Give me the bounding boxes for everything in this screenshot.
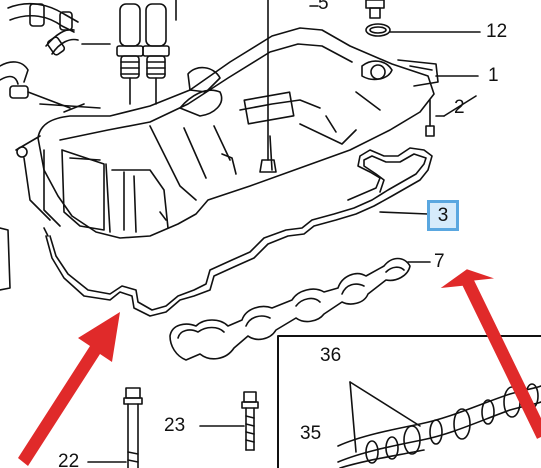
callout-22: 22 <box>58 451 80 468</box>
callout-35: 35 <box>300 423 322 444</box>
callout-23: 23 <box>164 415 186 436</box>
arrow-left <box>18 312 120 466</box>
callout-7: 7 <box>434 251 445 272</box>
arrow-right <box>440 269 541 439</box>
ignition-coils <box>116 0 177 105</box>
oil-filler-seal <box>365 0 481 37</box>
valve-cover-gasket <box>43 147 433 317</box>
bolt-22 <box>87 387 143 468</box>
callout-5: 5 <box>318 0 329 14</box>
bolt-23 <box>199 391 259 451</box>
callout-12: 12 <box>486 21 508 42</box>
valve-cover <box>15 27 439 239</box>
red-arrows <box>18 269 541 466</box>
vent-hose <box>0 2 85 113</box>
callout-1: 1 <box>488 65 499 86</box>
callout-2: 2 <box>454 97 465 118</box>
spark-plug-seal-gasket <box>169 257 411 361</box>
callout-3: 3 <box>437 204 449 226</box>
callout-3-highlight: 3 <box>427 200 459 231</box>
callout-36: 36 <box>320 345 342 366</box>
